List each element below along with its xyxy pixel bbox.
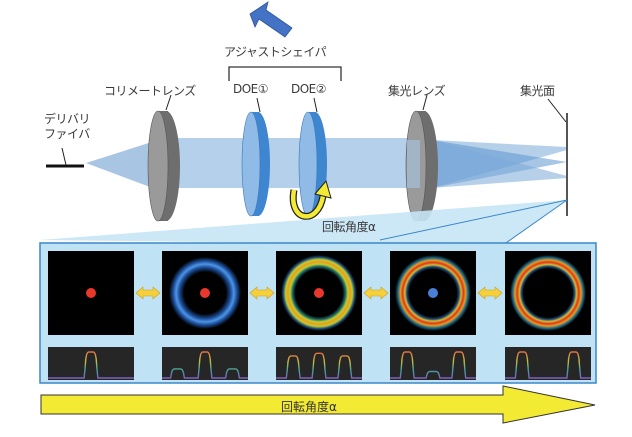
beam-profile-1 <box>48 251 161 380</box>
intensity-curve <box>390 351 476 379</box>
beam-ring <box>510 255 586 331</box>
fiber-leader <box>61 147 67 166</box>
beam-collimated <box>158 138 422 188</box>
intensity-profile <box>276 347 362 380</box>
intensity-profile <box>505 347 591 380</box>
beam-center-spot <box>428 288 438 298</box>
intensity-curve <box>48 351 134 379</box>
condenser-lens <box>405 94 438 222</box>
zoom-callout <box>40 200 567 245</box>
label-delivery-fiber-1: デリバリ <box>44 112 91 126</box>
doe1-lens <box>241 97 270 217</box>
double-arrow-icon <box>363 286 389 300</box>
collimate-lens <box>147 94 180 222</box>
pointer-arrow-icon <box>249 1 293 38</box>
label-delivery-fiber-2: ファイバ <box>44 127 90 141</box>
intensity-curve <box>276 352 362 379</box>
label-doe1: DOE① <box>233 82 269 96</box>
label-adjust-shaper: アジャストシェイパ <box>224 45 327 59</box>
double-arrow-icon <box>477 286 503 300</box>
beam-center-spot <box>86 288 96 298</box>
beam-center-spot <box>200 288 210 298</box>
focal-plane-leader <box>547 98 567 123</box>
intensity-curve <box>162 351 248 379</box>
beam-diverging <box>86 140 158 190</box>
beam-profile-3 <box>276 251 389 380</box>
adjust-shaper-bracket <box>228 66 342 81</box>
beam-profile-5 <box>505 251 591 380</box>
double-arrow-icon <box>249 286 275 300</box>
label-doe2: DOE② <box>291 82 327 96</box>
rotation-arrow-icon <box>289 179 332 220</box>
label-rotation-axis: 回転角度α <box>281 400 337 414</box>
beam-center-spot <box>314 288 324 298</box>
intensity-profile <box>390 347 476 380</box>
intensity-curve <box>505 351 591 379</box>
label-collimate-lens: コリメートレンズ <box>104 84 196 98</box>
double-arrow-icon <box>135 286 161 300</box>
beam-converging <box>432 140 567 188</box>
beam-profile-4 <box>390 251 503 380</box>
label-focal-plane: 集光面 <box>520 84 555 98</box>
rotation-axis-arrow <box>40 385 596 424</box>
label-rotation-angle: 回転角度α <box>322 220 376 234</box>
beam-profile-2 <box>162 251 275 380</box>
label-condenser-lens: 集光レンズ <box>388 84 446 98</box>
